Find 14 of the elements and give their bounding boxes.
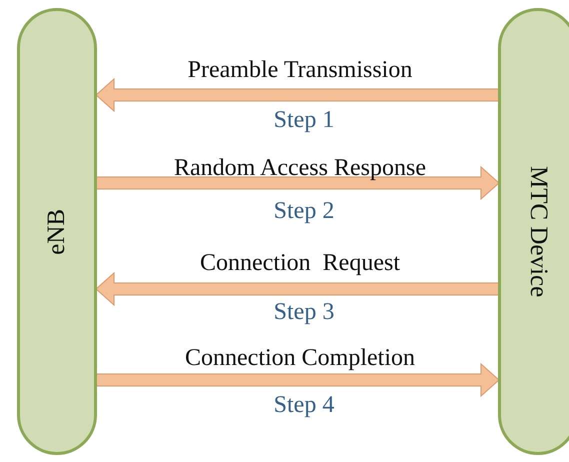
edge-label: Connection Request (200, 251, 400, 275)
block-arrow (95, 78, 500, 112)
block-arrow (95, 272, 500, 306)
block-arrow (96, 166, 500, 200)
entity-name: MTC Device (524, 166, 552, 298)
edge-label: Preamble Transmission (188, 58, 412, 82)
edge-label: Connection Completion (185, 346, 415, 370)
entity-name: eNB (43, 208, 71, 254)
step-label: Step 2 (274, 199, 334, 223)
step-label: Step 4 (274, 393, 334, 417)
block-arrow (96, 362, 500, 398)
step-label: Step 1 (274, 108, 334, 132)
step-label: Step 3 (274, 300, 334, 324)
edge-label: Random Access Response (174, 156, 426, 180)
